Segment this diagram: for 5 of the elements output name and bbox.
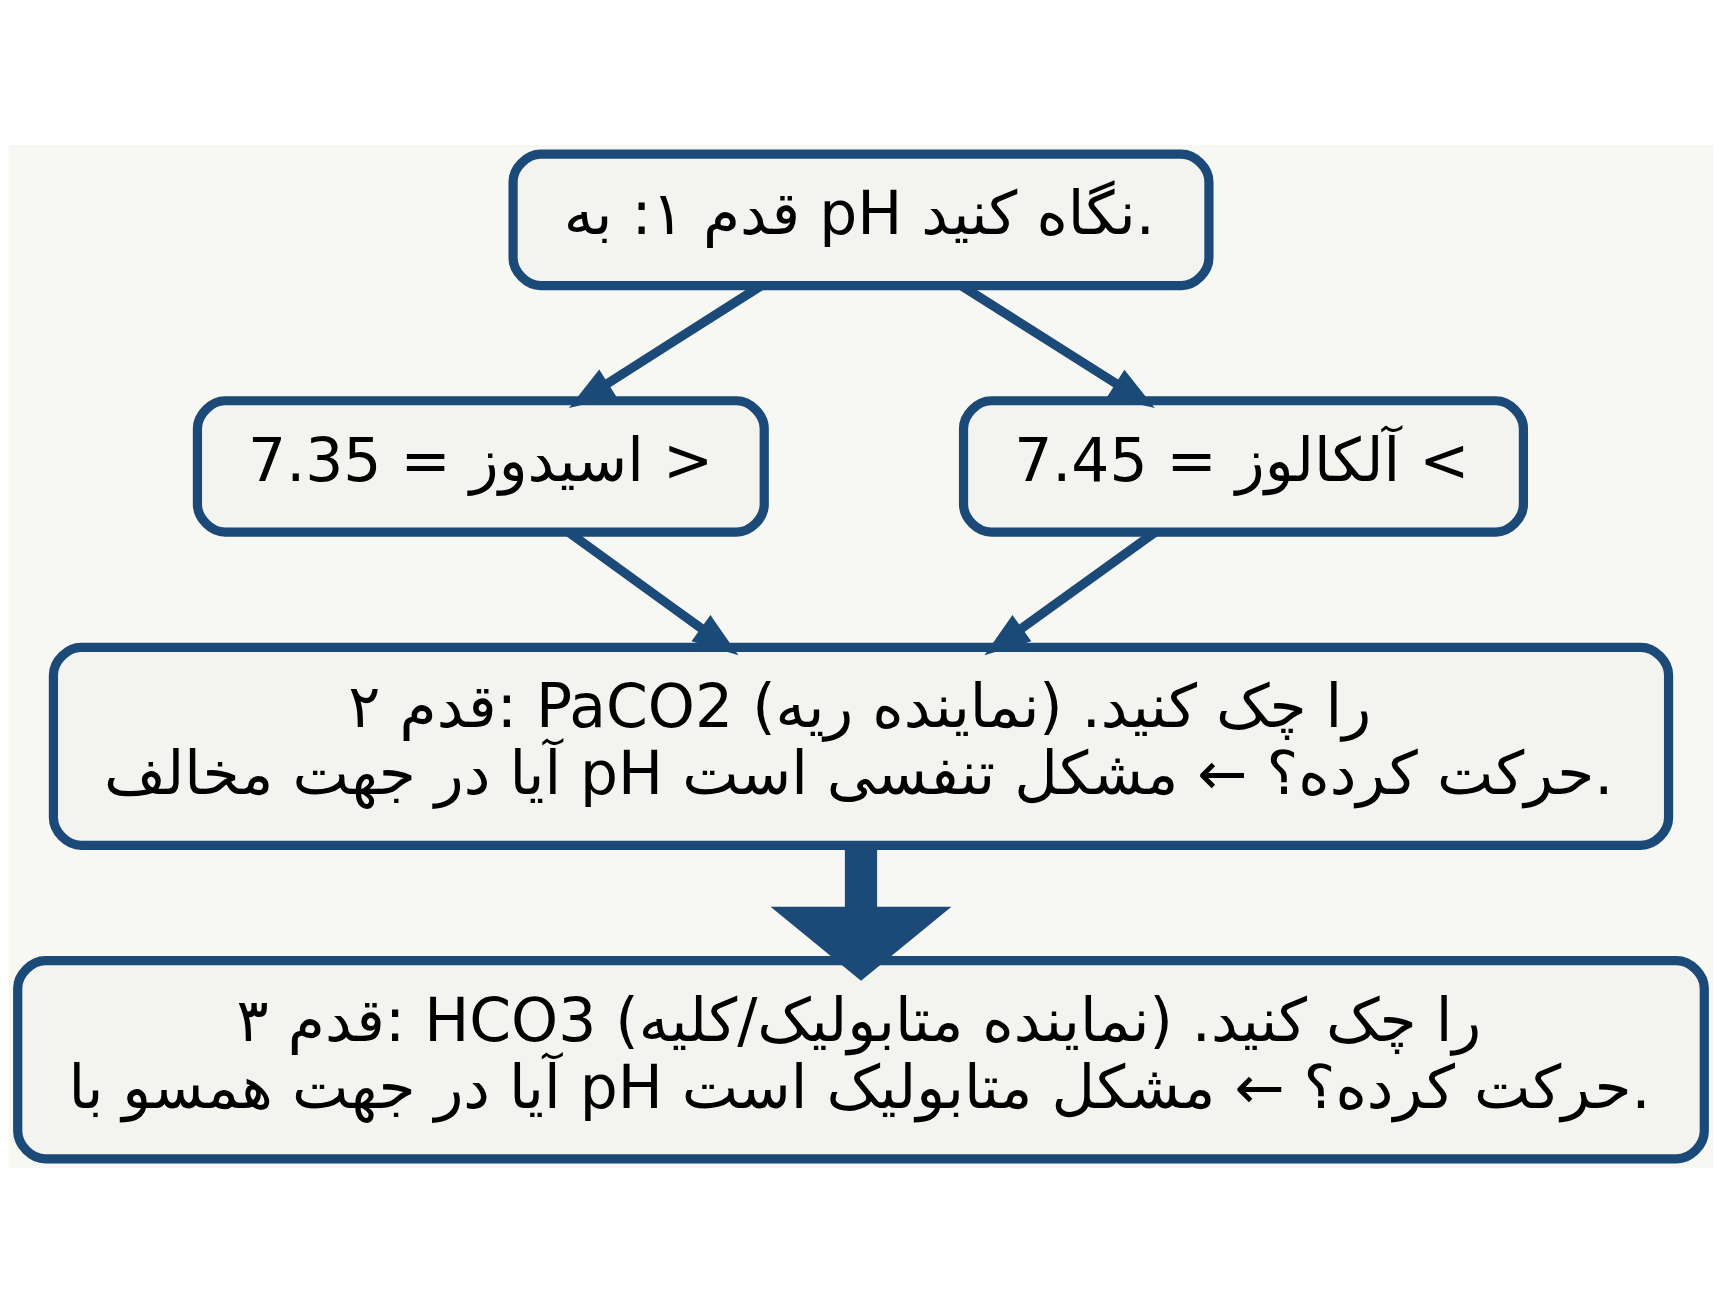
node-box: قدم ۲: PaCO2 را چک کنید. (نماینده ریه) آیا در جهت مخالف pH حرکت کرده؟ ← مشکل تنفسی است.: [48, 642, 1674, 850]
node-box: قدم ۳: HCO3 را چک کنید. (نماینده متابولیک/کلیه) آیا در جهت همسو با pH حرکت کرده؟ ← مشکل متابولیک است.: [13, 955, 1709, 1163]
node-box: آلکالوز = 7.45 <: [958, 395, 1529, 537]
node-box: اسیدوز = 7.35 >: [192, 395, 769, 537]
node-box: قدم ۱: به pH نگاه کنید.: [508, 149, 1214, 290]
